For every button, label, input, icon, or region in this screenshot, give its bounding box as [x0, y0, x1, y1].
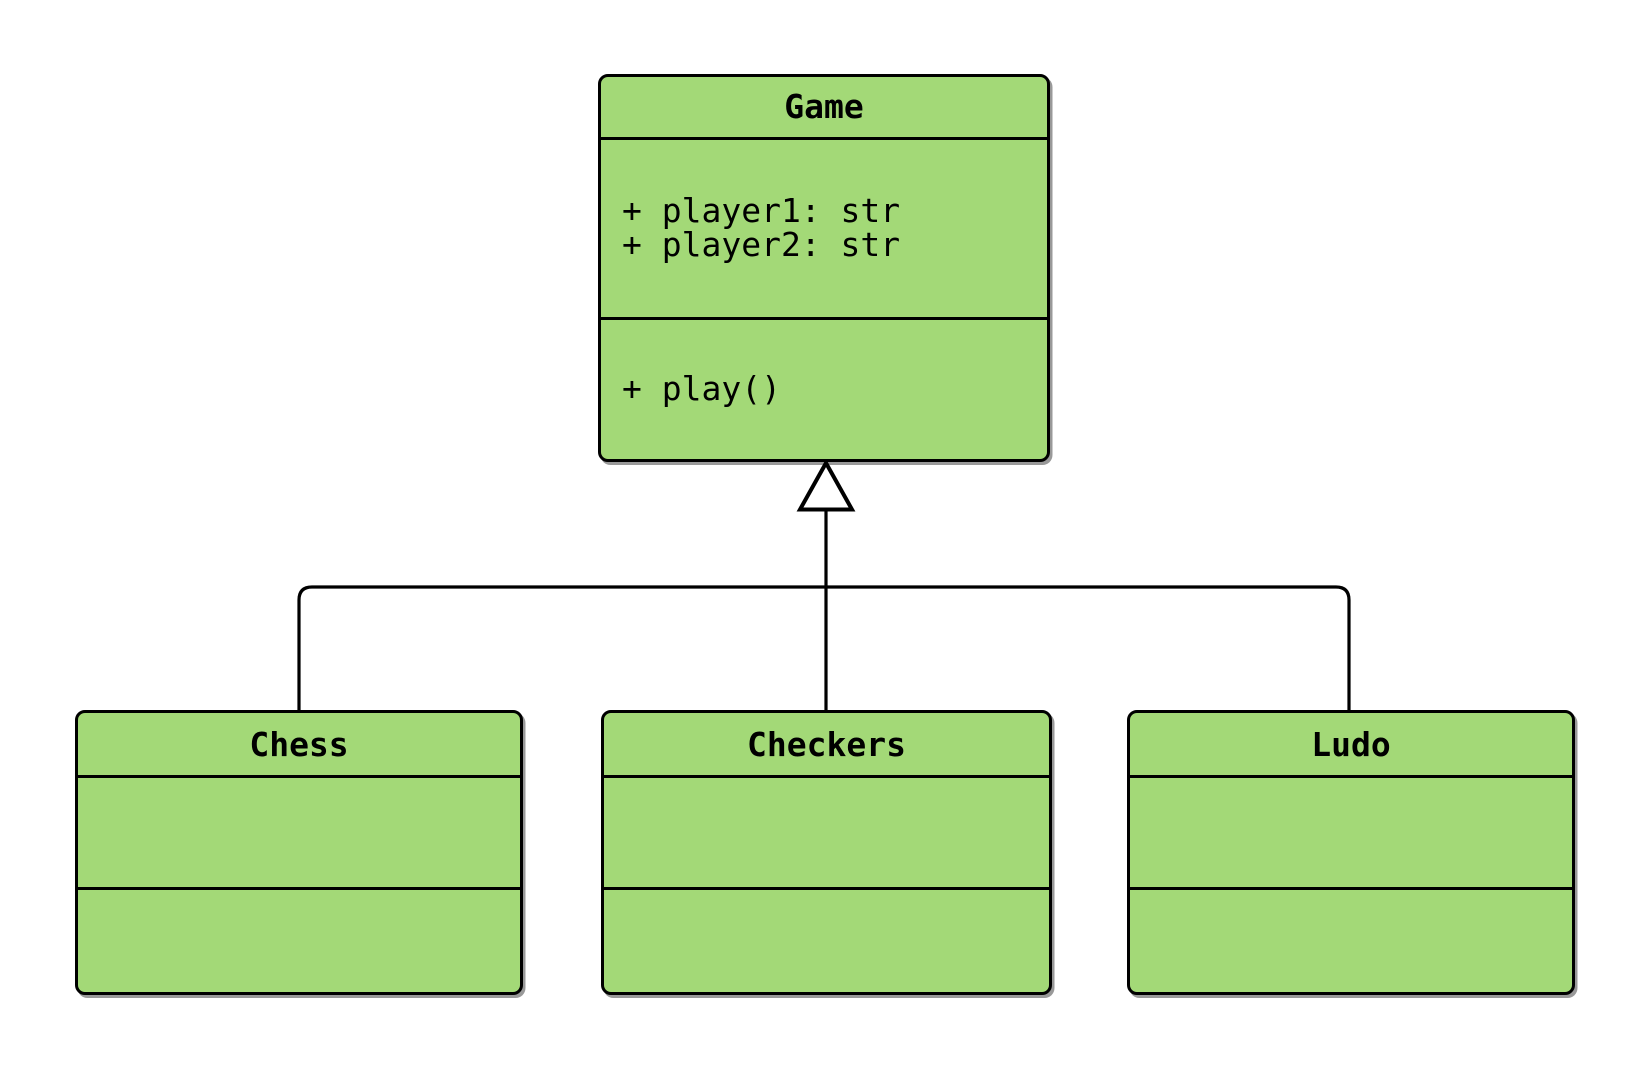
class-attributes-section — [604, 775, 1049, 887]
class-methods-section: + play() — [601, 316, 1047, 460]
class-title: Game — [784, 87, 864, 127]
class-attributes-section — [78, 775, 520, 887]
attribute-line: + player2: str — [622, 225, 901, 264]
class-title: Ludo — [1311, 724, 1391, 764]
inheritance-branch-line — [297, 585, 1351, 710]
class-box-ludo[interactable]: Ludo — [1127, 710, 1575, 995]
attribute-line: + player1: str — [622, 191, 901, 230]
class-box-checkers[interactable]: Checkers — [601, 710, 1052, 995]
class-box-game[interactable]: Game + player1: str + player2: str + pla… — [598, 74, 1050, 462]
class-methods-section — [1130, 887, 1572, 992]
class-methods-section — [78, 887, 520, 992]
method-line: + play() — [622, 369, 781, 409]
class-title: Checkers — [747, 724, 906, 764]
inheritance-triangle-icon — [796, 458, 856, 512]
class-box-chess[interactable]: Chess — [75, 710, 523, 995]
class-methods-section — [604, 887, 1049, 992]
class-attributes-section: + player1: str + player2: str — [601, 136, 1047, 317]
class-title: Chess — [249, 724, 349, 764]
class-attributes-section — [1130, 775, 1572, 887]
